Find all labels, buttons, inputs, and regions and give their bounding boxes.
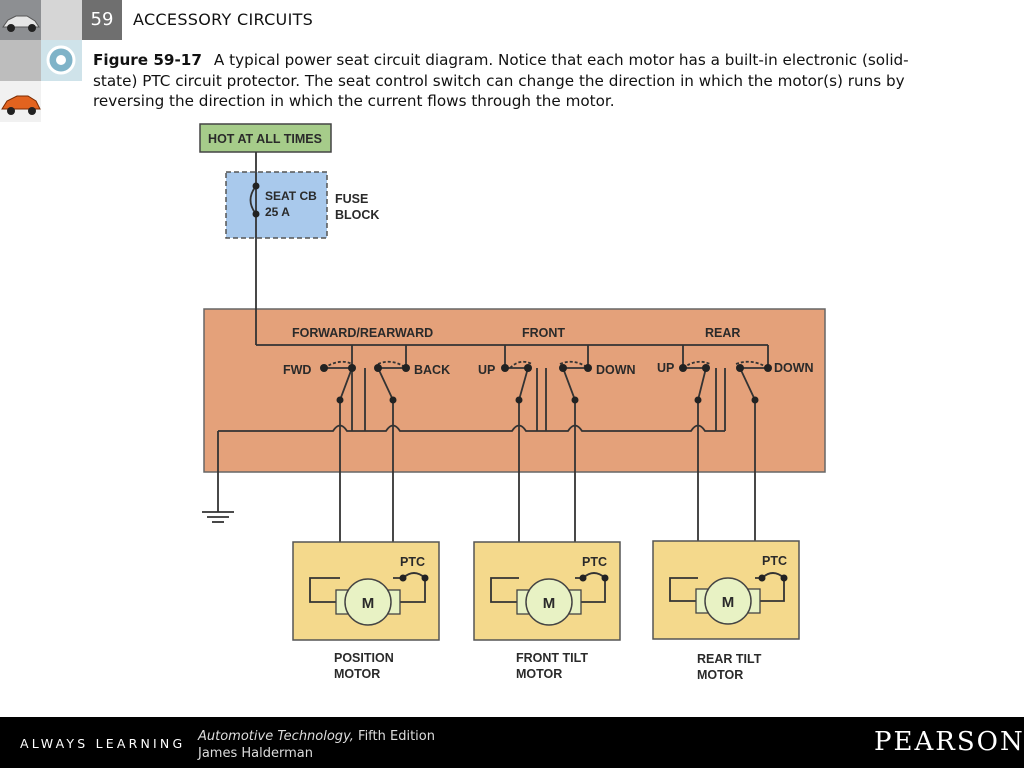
header-shade <box>41 0 82 40</box>
orange-car-icon <box>0 81 41 122</box>
book-edition: Fifth Edition <box>358 729 435 744</box>
engine-part-icon <box>41 40 82 81</box>
seat-switch-box <box>203 308 826 473</box>
hot-at-all-times-label: HOT AT ALL TIMES <box>208 132 322 146</box>
fuse-block-label-2: BLOCK <box>335 208 379 222</box>
figure-label: Figure 59-17 <box>93 51 202 69</box>
book-title: Automotive Technology, <box>198 729 354 744</box>
footer-tagline: ALWAYS LEARNING <box>20 736 186 751</box>
motor-2-name-2: MOTOR <box>516 667 562 681</box>
power-seat-circuit-diagram: HOT AT ALL TIMES SEAT CB 25 A FUSE BLOCK <box>199 123 826 682</box>
switch-group-2-title: FRONT <box>522 326 565 340</box>
rear-tilt-motor: M PTC <box>652 540 800 640</box>
figure-caption-text: A typical power seat circuit diagram. No… <box>93 51 909 110</box>
motor-1-name-2: MOTOR <box>334 667 380 681</box>
motor-2-name-1: FRONT TILT <box>516 651 588 665</box>
footer-book-info: Automotive Technology, Fifth Edition Jam… <box>198 728 435 762</box>
car-thumbnail-bottom <box>0 81 41 122</box>
switch-group-3-right: DOWN <box>774 361 814 375</box>
motor-1-name-1: POSITION <box>334 651 394 665</box>
switch-group-1-title: FORWARD/REARWARD <box>292 326 433 340</box>
motor-2-ptc: PTC <box>582 555 607 569</box>
switch-group-3-left: UP <box>657 361 674 375</box>
seat-cb-label: SEAT CB <box>265 189 317 203</box>
fuse-block-label-1: FUSE <box>335 192 368 206</box>
hot-at-all-times-box <box>199 123 332 153</box>
footer-bar: ALWAYS LEARNING Automotive Technology, F… <box>0 717 1024 768</box>
seat-cb-rating: 25 A <box>265 205 290 219</box>
motor-3-ptc: PTC <box>762 554 787 568</box>
chapter-title: ACCESSORY CIRCUITS <box>133 10 314 29</box>
switch-group-1-left: FWD <box>283 363 311 377</box>
fuse-block-box <box>225 171 328 239</box>
silver-car-icon <box>0 0 41 40</box>
motor-2-symbol: M <box>543 595 556 612</box>
engine-thumbnail <box>41 40 82 81</box>
motor-3-name-1: REAR TILT <box>697 652 762 666</box>
motor-1-symbol: M <box>362 595 375 612</box>
chapter-number: 59 <box>82 0 122 40</box>
car-thumbnail-top <box>0 0 41 40</box>
switch-group-2-right: DOWN <box>596 363 636 377</box>
position-motor: M PTC <box>292 541 440 641</box>
switch-group-3-title: REAR <box>705 326 740 340</box>
header-shade-left <box>0 40 41 81</box>
front-tilt-motor: M PTC <box>473 541 621 641</box>
switch-group-2-left: UP <box>478 363 495 377</box>
book-author: James Halderman <box>198 746 313 761</box>
motor-3-name-2: MOTOR <box>697 668 743 682</box>
contact-points <box>252 182 772 404</box>
publisher-logo: PEARSON <box>874 727 1024 757</box>
motor-1-ptc: PTC <box>400 555 425 569</box>
motor-3-symbol: M <box>722 594 735 611</box>
switch-group-1-right: BACK <box>414 363 450 377</box>
